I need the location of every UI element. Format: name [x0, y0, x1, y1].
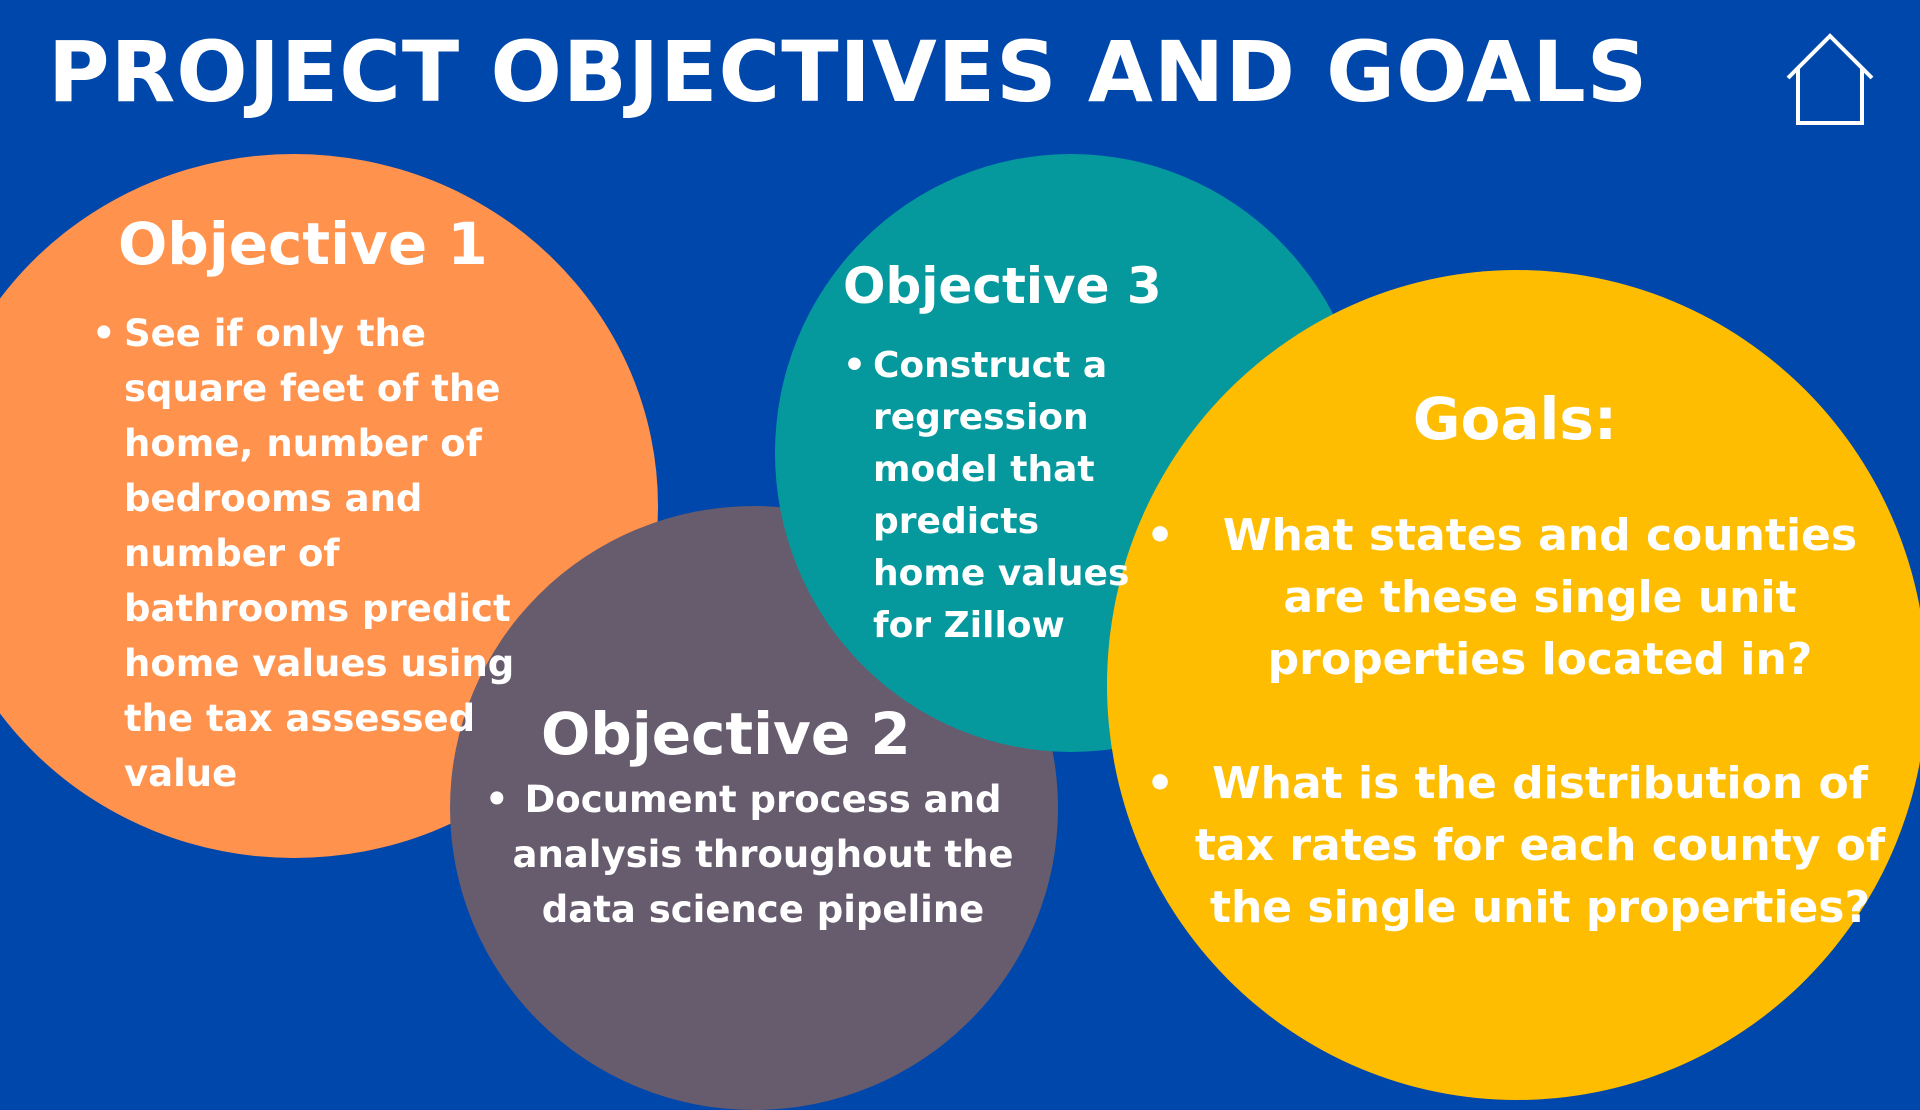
objective-2-bullet-text: Document process and analysis throughout…: [512, 777, 1014, 931]
objective-2-bullet: Document process and analysis throughout…: [485, 772, 1015, 937]
objective-1-bullet: See if only the square feet of the home,…: [92, 306, 517, 801]
home-icon[interactable]: [1780, 28, 1880, 128]
goals-list: What states and counties are these singl…: [1140, 505, 1900, 939]
objective-2-heading: Objective 2: [541, 700, 911, 768]
objective-3-block: Objective 3 Construct a regression model…: [843, 256, 1162, 646]
slide-title: PROJECT OBJECTIVES AND GOALS: [48, 23, 1649, 121]
goal-item-1: What states and counties are these singl…: [1140, 505, 1900, 691]
goals-heading: Goals:: [1412, 385, 1618, 453]
goal-item-2: What is the distribution of tax rates fo…: [1140, 753, 1900, 939]
objective-1-block: Objective 1 See if only the square feet …: [92, 210, 514, 795]
objective-2-list: Document process and analysis throughout…: [485, 772, 1015, 937]
goals-block: Goals: What states and counties are thes…: [1140, 385, 1900, 939]
objective-1-heading: Objective 1: [118, 210, 488, 278]
objective-2-block: Objective 2 Document process and analysi…: [485, 700, 1015, 937]
objective-3-list: Construct a regression model that predic…: [843, 340, 1153, 652]
objective-3-heading: Objective 3: [843, 257, 1162, 315]
objective-1-list: See if only the square feet of the home,…: [92, 306, 517, 801]
objective-3-bullet: Construct a regression model that predic…: [843, 340, 1153, 652]
